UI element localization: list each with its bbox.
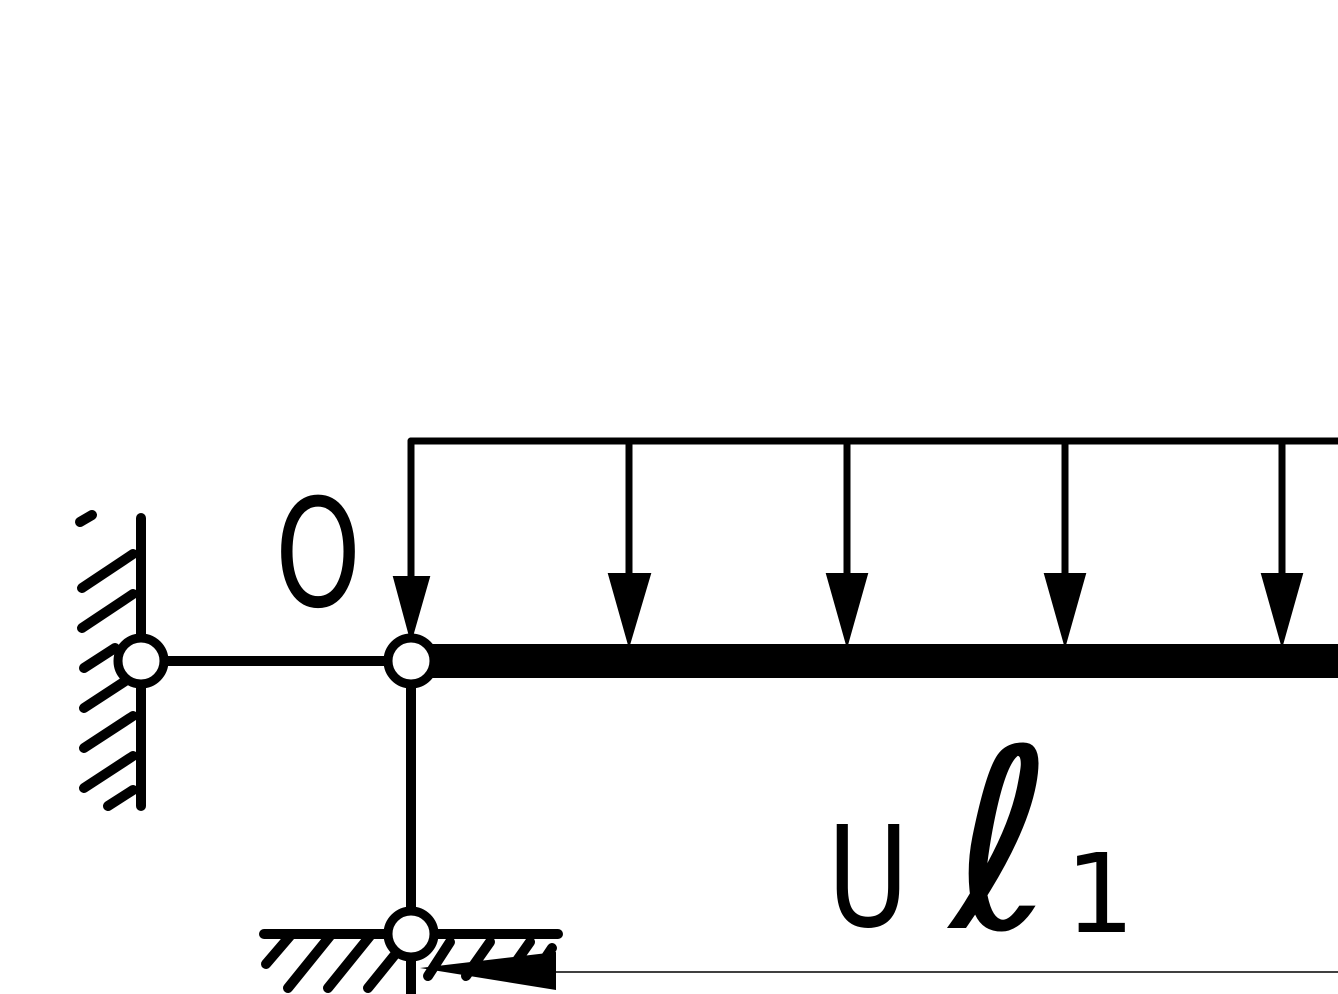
length-symbol-label: ℓ (946, 696, 1053, 987)
point-o-label: O (275, 468, 361, 642)
ground-anchor-wedge (420, 952, 556, 990)
down-arrow-icon (392, 437, 431, 644)
hinge-icon (113, 633, 169, 689)
load-arrows (392, 437, 1304, 649)
length-prefix-label: U (827, 797, 909, 960)
hinge-icon (383, 906, 439, 962)
down-arrow-icon (607, 437, 652, 649)
length-subscript-label: 1 (1065, 830, 1135, 958)
down-arrow-icon (1260, 437, 1304, 649)
wall-hatching (75, 510, 138, 811)
hinge-icon (383, 633, 439, 689)
down-arrow-icon (825, 437, 869, 649)
down-arrow-icon (1043, 437, 1087, 649)
